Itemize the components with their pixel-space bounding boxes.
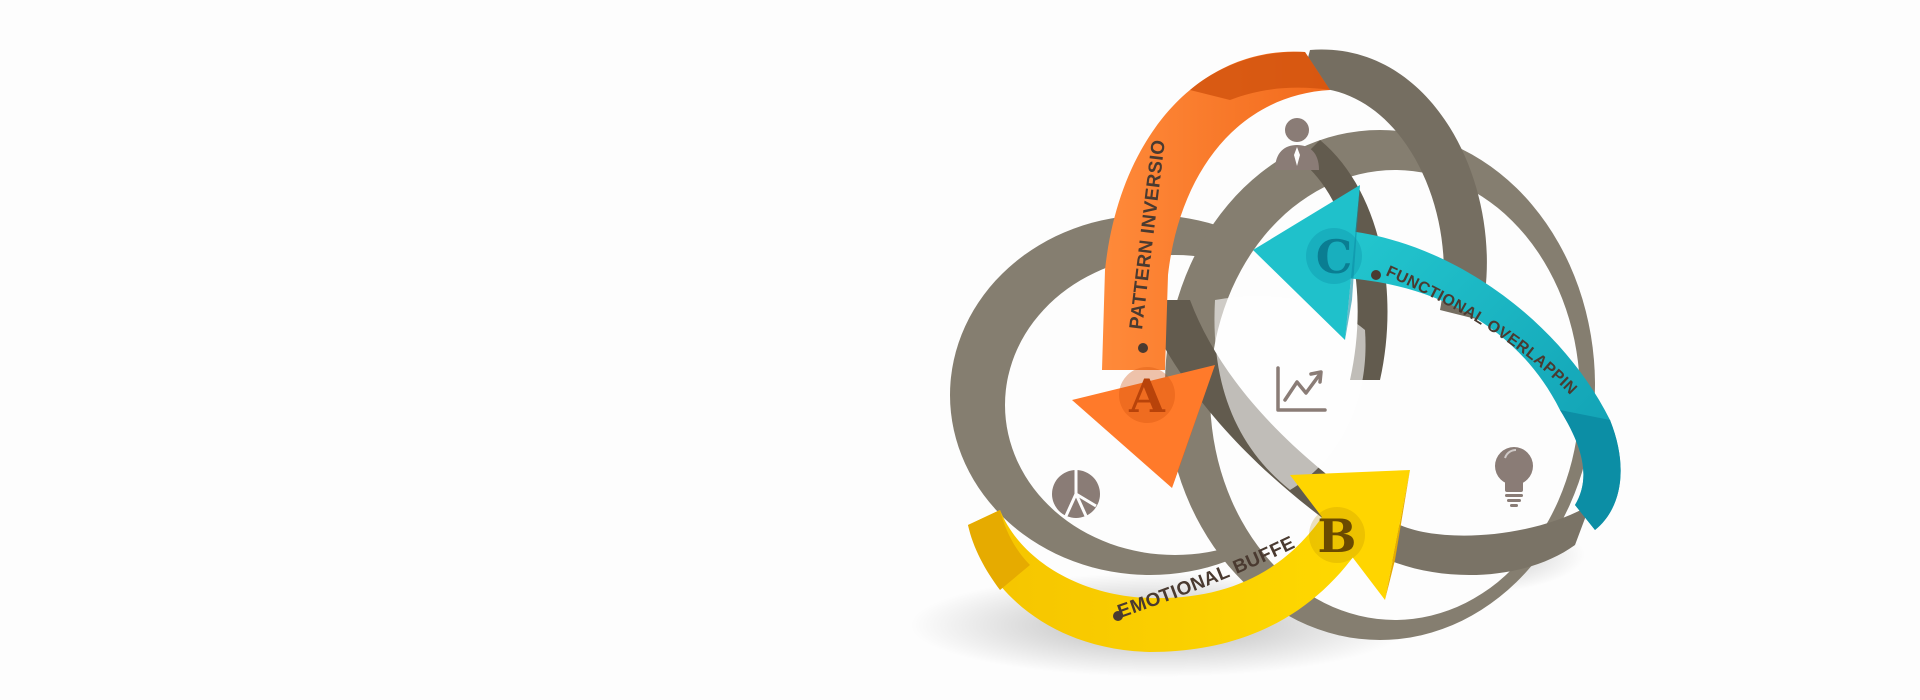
orange-arrow-head — [1072, 365, 1215, 488]
gray-arch-top — [1300, 49, 1487, 320]
teal-ribbon-edge-shade — [1560, 410, 1621, 530]
badge-a-letter: A — [1128, 369, 1166, 423]
orange-ribbon-body — [1102, 51, 1330, 371]
badge-c: C — [1306, 228, 1362, 284]
gray-inner-band — [1300, 140, 1388, 380]
label-a-text: PATTERN INVERSION — [0, 0, 1169, 331]
yellow-arrow-head — [1290, 470, 1410, 600]
segment-c-arrow — [1253, 185, 1621, 530]
orange-arrow-head-shade — [1172, 365, 1215, 488]
badge-b: B — [1309, 507, 1365, 563]
badge-a: A — [1119, 367, 1175, 423]
teal-arrow-head — [1253, 185, 1360, 340]
segment-a-arrow — [1072, 51, 1330, 488]
label-b-dot — [1113, 611, 1123, 621]
orange-ribbon-top-shade — [1190, 51, 1330, 100]
label-c-dot — [1371, 270, 1381, 280]
label-a: PATTERN INVERSION — [0, 0, 1170, 331]
yellow-ribbon-body — [968, 505, 1365, 652]
badge-c-letter: C — [1316, 230, 1353, 284]
yellow-ribbon-side-shade — [968, 510, 1030, 590]
line-chart-icon — [1276, 366, 1327, 412]
label-a-dot — [1138, 343, 1148, 353]
segment-b-arrow — [968, 470, 1410, 652]
lightbulb-icon — [1495, 447, 1533, 507]
person-icon — [1275, 118, 1319, 170]
teal-arrow-head-shade — [1345, 185, 1360, 340]
yellow-arrow-head-shade — [1385, 470, 1410, 600]
badge-b-letter: B — [1318, 509, 1357, 563]
gray-band-lower-right — [1360, 505, 1590, 575]
badge-c-circle — [1306, 228, 1362, 284]
pie-chart-icon — [1052, 470, 1100, 518]
badge-a-circle — [1119, 367, 1175, 423]
badge-b-circle — [1309, 507, 1365, 563]
